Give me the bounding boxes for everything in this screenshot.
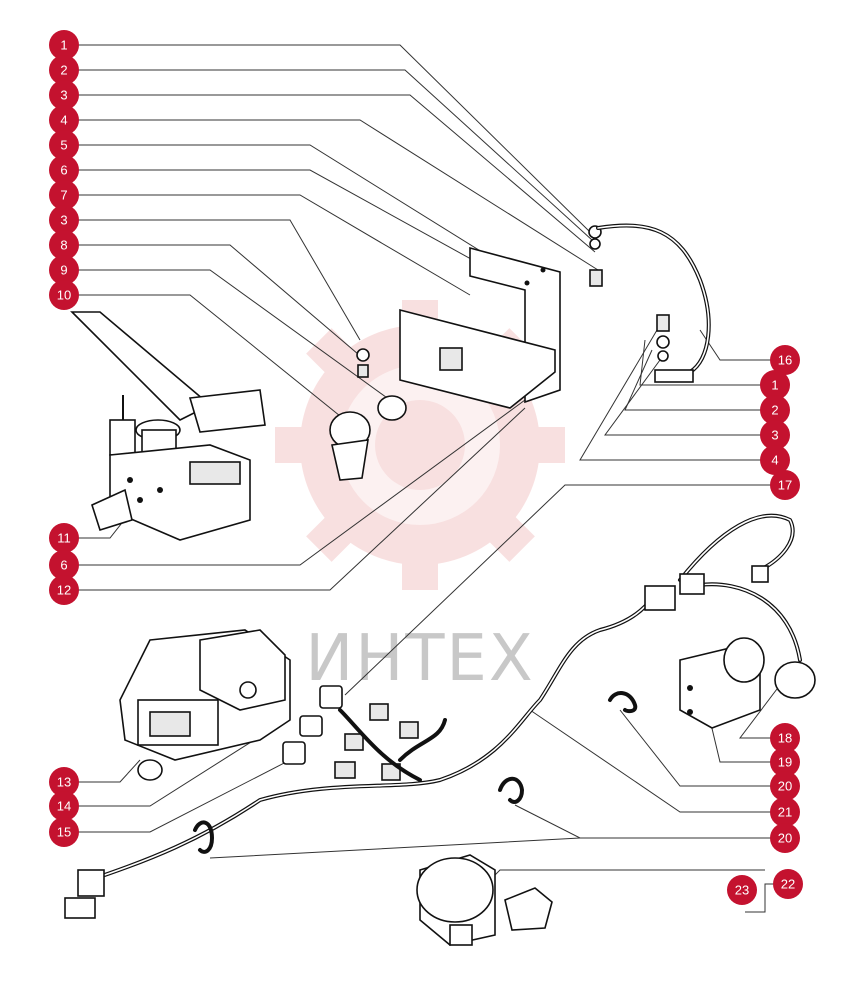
right-label-17: 17 xyxy=(778,478,792,493)
left-label-5: 5 xyxy=(60,138,67,153)
right-badge-22 xyxy=(773,869,803,899)
left-label-11: 11 xyxy=(57,531,71,546)
right-badge-2 xyxy=(760,395,790,425)
right-label-20: 20 xyxy=(778,831,792,846)
left-label-8: 8 xyxy=(60,238,67,253)
right-label-21: 21 xyxy=(778,805,792,820)
left-badge-3 xyxy=(49,205,79,235)
left-label-13: 13 xyxy=(57,775,71,790)
left-badge-15 xyxy=(49,817,79,847)
left-label-2: 2 xyxy=(60,63,67,78)
left-label-7: 7 xyxy=(60,188,67,203)
right-badge-21 xyxy=(770,797,800,827)
ground-cable xyxy=(596,223,711,383)
cable-ties xyxy=(193,691,638,854)
right-badge-17 xyxy=(770,470,800,500)
right-label-4: 4 xyxy=(771,453,778,468)
right-label-23: 23 xyxy=(735,883,749,898)
right-badge-3 xyxy=(760,420,790,450)
bracket-plate xyxy=(399,246,561,409)
right-label-18: 18 xyxy=(778,731,792,746)
left-label-3: 3 xyxy=(60,213,67,228)
left-label-6: 6 xyxy=(60,163,67,178)
left-badge-4 xyxy=(49,105,79,135)
right-label-1: 1 xyxy=(771,378,778,393)
right-badge-19 xyxy=(770,747,800,777)
left-label-1: 1 xyxy=(60,38,67,53)
left-label-15: 15 xyxy=(57,825,71,840)
solenoid-valve xyxy=(679,637,816,729)
left-badge-12 xyxy=(49,575,79,605)
right-badge-4 xyxy=(760,445,790,475)
left-label-3: 3 xyxy=(60,88,67,103)
right-badge-1 xyxy=(760,370,790,400)
right-badge-20 xyxy=(770,823,800,853)
left-badge-7 xyxy=(49,180,79,210)
left-badge-10 xyxy=(49,280,79,310)
right-label-20: 20 xyxy=(778,779,792,794)
left-label-14: 14 xyxy=(57,799,71,814)
console-housing xyxy=(416,854,553,946)
left-badge-6 xyxy=(49,155,79,185)
left-badge-8 xyxy=(49,230,79,260)
pedal-assembly xyxy=(70,311,266,541)
left-badge-5 xyxy=(49,130,79,160)
left-badge-9 xyxy=(49,255,79,285)
left-badge-13 xyxy=(49,767,79,797)
left-label-12: 12 xyxy=(57,583,71,598)
wiring-harness xyxy=(64,513,802,919)
left-badge-1 xyxy=(49,30,79,60)
right-label-22: 22 xyxy=(781,877,795,892)
left-badge-3 xyxy=(49,80,79,110)
valve-block xyxy=(119,629,291,781)
hardware-screws xyxy=(356,225,670,378)
watermark-text: ИНТЕХ xyxy=(305,622,534,696)
left-label-4: 4 xyxy=(60,113,67,128)
left-label-9: 9 xyxy=(60,263,67,278)
right-badge-16 xyxy=(770,345,800,375)
left-label-6: 6 xyxy=(60,558,67,573)
left-badge-11 xyxy=(49,523,79,553)
right-label-16: 16 xyxy=(778,353,792,368)
left-badge-14 xyxy=(49,791,79,821)
switch-knob xyxy=(329,395,407,481)
right-badge-23 xyxy=(727,875,757,905)
right-label-19: 19 xyxy=(778,755,792,770)
right-label-2: 2 xyxy=(771,403,778,418)
left-badge-6 xyxy=(49,550,79,580)
sensors xyxy=(282,685,419,781)
left-badge-2 xyxy=(49,55,79,85)
left-label-10: 10 xyxy=(57,288,71,303)
right-badge-18 xyxy=(770,723,800,753)
right-badge-20 xyxy=(770,771,800,801)
right-label-3: 3 xyxy=(771,428,778,443)
